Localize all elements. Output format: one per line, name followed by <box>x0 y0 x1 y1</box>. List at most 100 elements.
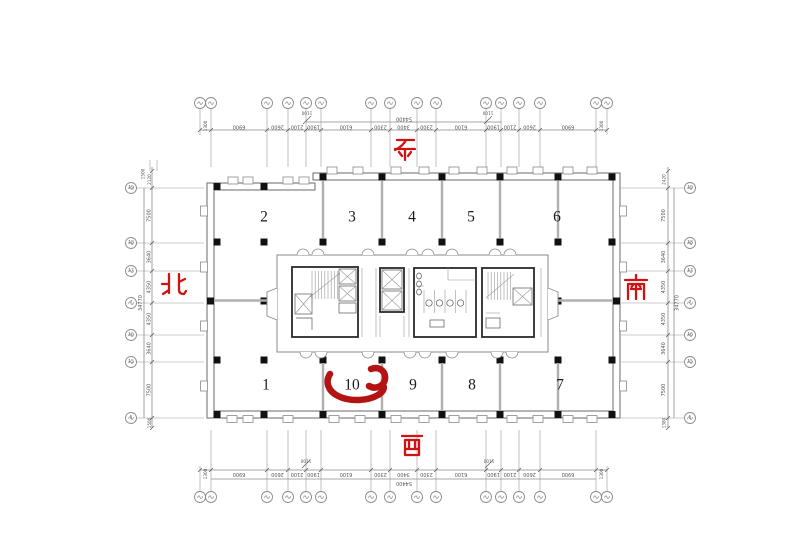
dim-label: 2120 <box>147 174 152 185</box>
toilet-fixture <box>425 299 433 307</box>
dim-label: 6100 <box>340 471 353 477</box>
dim-label: 7500 <box>147 209 153 222</box>
corridor-lines <box>361 268 542 337</box>
door-arcs-top <box>296 248 517 256</box>
dim-label: 2100 <box>291 471 304 477</box>
stair-elevator-block-right <box>481 267 535 338</box>
end-dim-label: 1300 <box>203 120 208 131</box>
room-label: 6 <box>553 209 561 226</box>
top-dimension-band: 6900 2600 2100 1900 6100 2300 3400 2300 … <box>194 97 613 167</box>
dim-label: 2600 <box>271 471 284 477</box>
dim-label: 3640 <box>661 251 667 264</box>
top-grid-leader-lines <box>199 108 608 167</box>
room-label: 7 <box>556 377 564 394</box>
grid-bubble-label: 5 <box>689 415 692 421</box>
dim-label: 2600 <box>271 124 284 130</box>
room-label: 9 <box>409 377 417 394</box>
dim-label: 3640 <box>147 251 153 264</box>
grid-bubble-label: 19 <box>687 185 693 191</box>
red-marker-annotation <box>324 364 389 404</box>
dim-label: 2300 <box>420 471 433 477</box>
urinal-fixture <box>416 272 422 280</box>
restroom-block <box>413 267 477 338</box>
dim-label: 6100 <box>455 124 468 130</box>
grid-bubble-label: 16 <box>128 332 134 338</box>
inset-dim-label: 1100 <box>482 111 493 116</box>
dim-label: 6900 <box>562 471 575 477</box>
grid-bubble-label: 15 <box>128 359 134 365</box>
room-label: 3 <box>348 209 356 226</box>
core-wing-stubs <box>266 287 559 321</box>
dim-label: 1900 <box>307 471 320 477</box>
direction-label-north <box>160 272 188 296</box>
dim-label: 2300 <box>374 471 387 477</box>
dim-label: 3400 <box>397 124 410 130</box>
toilet-fixture <box>446 299 454 307</box>
urinal-fixture <box>416 280 422 288</box>
overall-dim-label: 34770 <box>675 295 681 311</box>
dim-label: 7500 <box>661 384 667 397</box>
right-grid-leader-lines <box>621 187 685 419</box>
dim-label: 2100 <box>291 124 304 130</box>
grid-bubble <box>194 97 206 109</box>
dim-label: 1900 <box>307 124 320 130</box>
dim-label: 7500 <box>147 384 153 397</box>
left-grid-bubbles: 19 18 17 7 16 15 5 <box>125 182 137 424</box>
dim-label: 1500 <box>147 417 152 428</box>
end-dim-label: 1300 <box>599 468 604 479</box>
dim-label: 2600 <box>523 471 536 477</box>
left-dimension-band: 19 18 17 7 16 15 5 2120 7500 3640 4350 4… <box>125 160 204 431</box>
grid-bubble-label: 18 <box>687 240 693 246</box>
right-dimension-ticks <box>665 168 671 431</box>
direction-labels <box>160 138 649 457</box>
room-label: 1 <box>262 377 270 394</box>
inset-dim-label: 1100 <box>300 459 311 464</box>
grid-bubble-label: 18 <box>128 240 134 246</box>
dim-label: 2300 <box>420 124 433 130</box>
dim-label: 3640 <box>147 342 153 355</box>
grid-bubble-label: 5 <box>130 415 133 421</box>
dim-label: 2100 <box>504 471 517 477</box>
dim-label: 2600 <box>523 124 536 130</box>
dim-label: 2420 <box>662 174 667 185</box>
grid-bubble-label: 7 <box>130 300 133 306</box>
inset-dim-label: 1100 <box>483 459 494 464</box>
grid-bubble-label: 16 <box>687 332 693 338</box>
overall-dim-label: 54400 <box>396 480 412 486</box>
urinal-fixture <box>416 288 422 296</box>
grid-bubble-label: 17 <box>128 268 134 274</box>
dim-label: 2100 <box>504 124 517 130</box>
corner-dim-label: 1500 <box>141 168 146 179</box>
dim-label: 6900 <box>562 124 575 130</box>
dim-label: 4350 <box>661 313 667 326</box>
right-grid-bubbles: 19 18 17 7 16 15 5 <box>684 182 696 424</box>
stair-treads <box>309 271 341 299</box>
direction-label-south <box>623 273 649 301</box>
right-dimension-band: 19 18 17 7 16 15 5 2420 7500 3640 4350 4… <box>621 167 696 431</box>
toilet-fixture <box>435 299 444 307</box>
overall-dim-label: 34770 <box>138 295 144 311</box>
toilet-fixture <box>456 299 465 307</box>
inset-dim-label: 1100 <box>301 111 312 116</box>
end-dim-label: 1300 <box>599 120 604 131</box>
elevator-shaft-middle <box>379 267 405 337</box>
dim-label: 7500 <box>661 209 667 222</box>
dim-label: 2300 <box>374 124 387 130</box>
stair-treads <box>485 272 515 300</box>
direction-label-east <box>393 138 417 162</box>
dim-label: 3640 <box>661 342 667 355</box>
sink-counter <box>429 319 445 328</box>
dim-label: 6900 <box>233 471 246 477</box>
direction-label-west <box>400 434 424 457</box>
dim-label: 4350 <box>661 281 667 294</box>
dim-label: 4350 <box>147 313 153 326</box>
dim-label: 6100 <box>455 471 468 477</box>
room-label: 4 <box>408 209 416 226</box>
left-grid-leader-lines <box>136 160 204 419</box>
grid-bubble-label: 15 <box>687 359 693 365</box>
room-label: 5 <box>467 209 475 226</box>
stair-elevator-block-left <box>291 266 359 338</box>
grid-bubble-label: 7 <box>689 300 692 306</box>
elevator-shaft <box>294 268 357 315</box>
